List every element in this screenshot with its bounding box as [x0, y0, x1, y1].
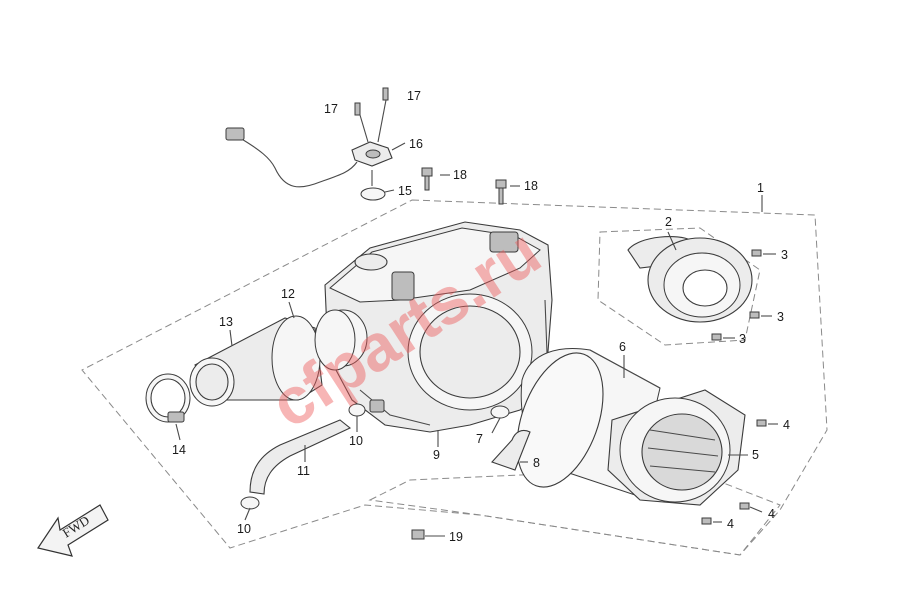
- bolt-18-b: [495, 179, 507, 189]
- screw-3-c: [711, 333, 722, 341]
- leader-lines: [175, 142, 778, 537]
- callout-4-a: 4: [783, 418, 790, 432]
- filter-housing: [607, 389, 746, 506]
- bolt-19: [411, 529, 425, 540]
- breather-assembly: [225, 87, 393, 201]
- screw-3-b: [749, 311, 760, 319]
- callout-2: 2: [665, 215, 672, 229]
- callout-5: 5: [752, 448, 759, 462]
- screw-4-a: [756, 419, 767, 427]
- inlet-duct-assembly: [145, 309, 356, 423]
- callout-1: 1: [757, 181, 764, 195]
- callout-13: 13: [219, 315, 233, 329]
- screw-4-b: [739, 502, 750, 510]
- seal-ring: [314, 309, 356, 371]
- assembly-boundaries: [81, 199, 828, 556]
- callout-10-b: 10: [237, 522, 251, 536]
- callout-17-b: 17: [407, 89, 421, 103]
- drain-hose-assembly: [240, 399, 385, 510]
- callout-3-b: 3: [777, 310, 784, 324]
- small-screws: [411, 249, 767, 540]
- screw-3-a: [751, 249, 762, 257]
- bolt-18-a: [421, 167, 433, 177]
- callout-10-a: 10: [349, 434, 363, 448]
- callout-12: 12: [281, 287, 295, 301]
- callout-18-b: 18: [524, 179, 538, 193]
- callout-labels: 1 2 3 3 3 4 4 4 5 6 7 8 9 10 10 11 12 13…: [172, 89, 790, 544]
- callout-14: 14: [172, 443, 186, 457]
- breather-port: [354, 253, 388, 271]
- bolts-18: [421, 167, 507, 205]
- drain-hose-11: [249, 419, 352, 495]
- callout-4-b: 4: [768, 507, 775, 521]
- callout-7: 7: [476, 432, 483, 446]
- callout-9: 9: [433, 448, 440, 462]
- mount-bracket-right: [489, 231, 519, 253]
- callout-3-a: 3: [781, 248, 788, 262]
- callout-4-c: 4: [727, 517, 734, 531]
- clip-10-lower: [240, 496, 260, 510]
- screw-4-c: [701, 517, 712, 525]
- screw-17-a: [354, 102, 361, 116]
- filter-cover-subassembly-boundary: [597, 227, 761, 346]
- clip-7: [490, 405, 510, 419]
- callout-16: 16: [409, 137, 423, 151]
- callout-6: 6: [619, 340, 626, 354]
- filter-cover: [627, 236, 753, 323]
- callout-17-a: 17: [324, 102, 338, 116]
- callout-3-c: 3: [739, 332, 746, 346]
- callout-18-a: 18: [453, 168, 467, 182]
- mount-bracket-left: [391, 271, 415, 301]
- pipe-and-clip: [490, 405, 531, 471]
- pipe-8: [491, 429, 531, 471]
- o-ring-15: [360, 187, 386, 201]
- screw-17-b: [382, 87, 389, 101]
- callout-15: 15: [398, 184, 412, 198]
- callout-8: 8: [533, 456, 540, 470]
- callout-19: 19: [449, 530, 463, 544]
- fwd-direction-arrow: FWD: [37, 504, 109, 557]
- callout-11: 11: [297, 464, 310, 478]
- filter-housing-subassembly-boundary: [368, 469, 781, 556]
- sensor-connector: [225, 127, 245, 141]
